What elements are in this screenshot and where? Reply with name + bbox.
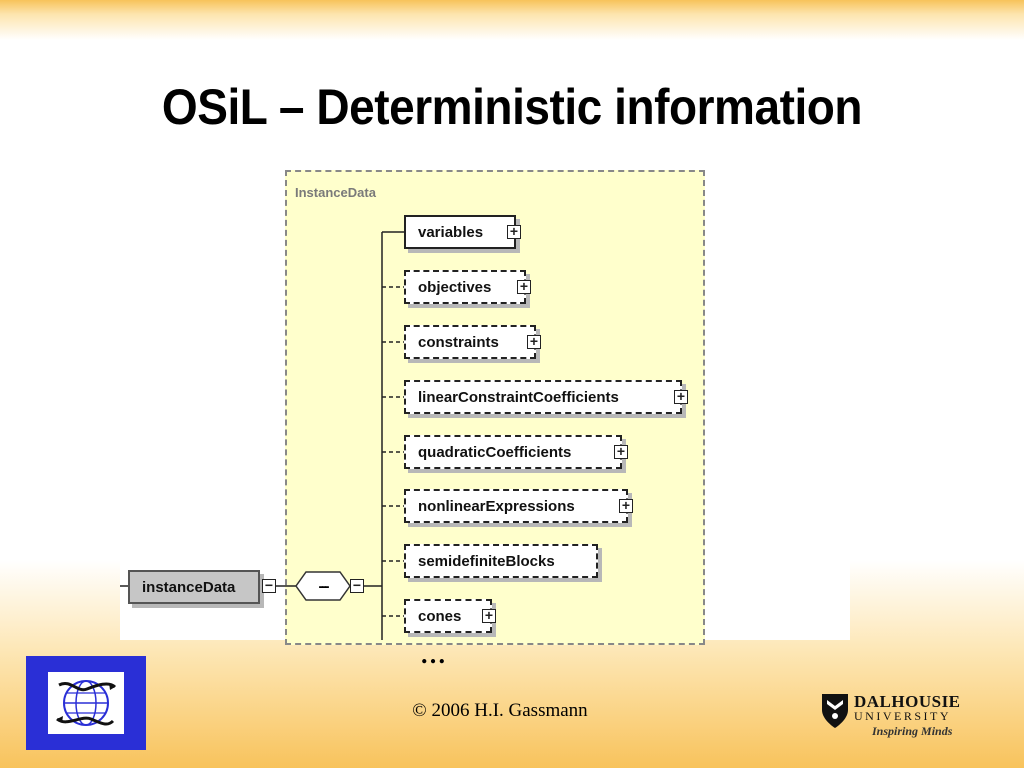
crest-icon bbox=[822, 694, 848, 728]
child-node-label: constraints bbox=[418, 333, 499, 351]
expand-nonlinear-expressions-icon[interactable]: + bbox=[619, 498, 633, 513]
expand-constraints-icon[interactable]: + bbox=[527, 334, 541, 349]
child-node-quadratic-coefficients[interactable]: quadraticCoefficients bbox=[404, 435, 622, 469]
copyright-footer: © 2006 H.I. Gassmann bbox=[412, 700, 588, 721]
child-node-label: variables bbox=[418, 223, 484, 241]
university-tagline: Inspiring Minds bbox=[872, 724, 953, 738]
child-node-label: quadraticCoefficients bbox=[418, 443, 572, 461]
child-node-label: objectives bbox=[418, 278, 492, 296]
child-node-label: semidefiniteBlocks bbox=[418, 552, 555, 570]
root-node-label: instanceData bbox=[142, 578, 236, 596]
expand-cones-icon[interactable]: + bbox=[482, 608, 496, 623]
expand-objectives-icon[interactable]: + bbox=[517, 279, 531, 294]
child-node-label: cones bbox=[418, 607, 462, 625]
child-node-objectives[interactable]: objectives bbox=[404, 270, 526, 304]
dalhousie-logo: DALHOUSIE UNIVERSITY Inspiring Minds bbox=[820, 692, 970, 742]
sequence-compositor[interactable]: --- bbox=[318, 577, 330, 595]
child-node-label: linearConstraintCoefficients bbox=[418, 388, 619, 406]
globe-logo-icon bbox=[48, 672, 124, 734]
expand-linear-constraint-coefficients-icon[interactable]: + bbox=[674, 389, 688, 404]
child-node-cones[interactable]: cones bbox=[404, 599, 492, 633]
child-node-constraints[interactable]: constraints bbox=[404, 325, 536, 359]
slide-title: OSiL – Deterministic information bbox=[161, 79, 863, 135]
sequence-collapse-icon[interactable]: − bbox=[350, 578, 364, 593]
child-node-label: nonlinearExpressions bbox=[418, 497, 575, 515]
child-node-linear-constraint-coefficients[interactable]: linearConstraintCoefficients bbox=[404, 380, 682, 414]
university-word: UNIVERSITY bbox=[854, 709, 951, 723]
root-collapse-icon[interactable]: − bbox=[262, 578, 276, 593]
expand-variables-icon[interactable]: + bbox=[507, 224, 521, 239]
university-name: DALHOUSIE bbox=[854, 692, 961, 711]
child-node-variables[interactable]: variables bbox=[404, 215, 516, 249]
root-node-instance-data[interactable]: instanceData bbox=[128, 570, 260, 604]
child-node-semidefinite-blocks[interactable]: semidefiniteBlocks bbox=[404, 544, 598, 578]
continuation-ellipsis: … bbox=[420, 640, 449, 669]
osil-logo bbox=[26, 656, 146, 750]
child-node-nonlinear-expressions[interactable]: nonlinearExpressions bbox=[404, 489, 628, 523]
container-label: InstanceData bbox=[295, 185, 376, 200]
expand-quadratic-coefficients-icon[interactable]: + bbox=[614, 444, 628, 459]
